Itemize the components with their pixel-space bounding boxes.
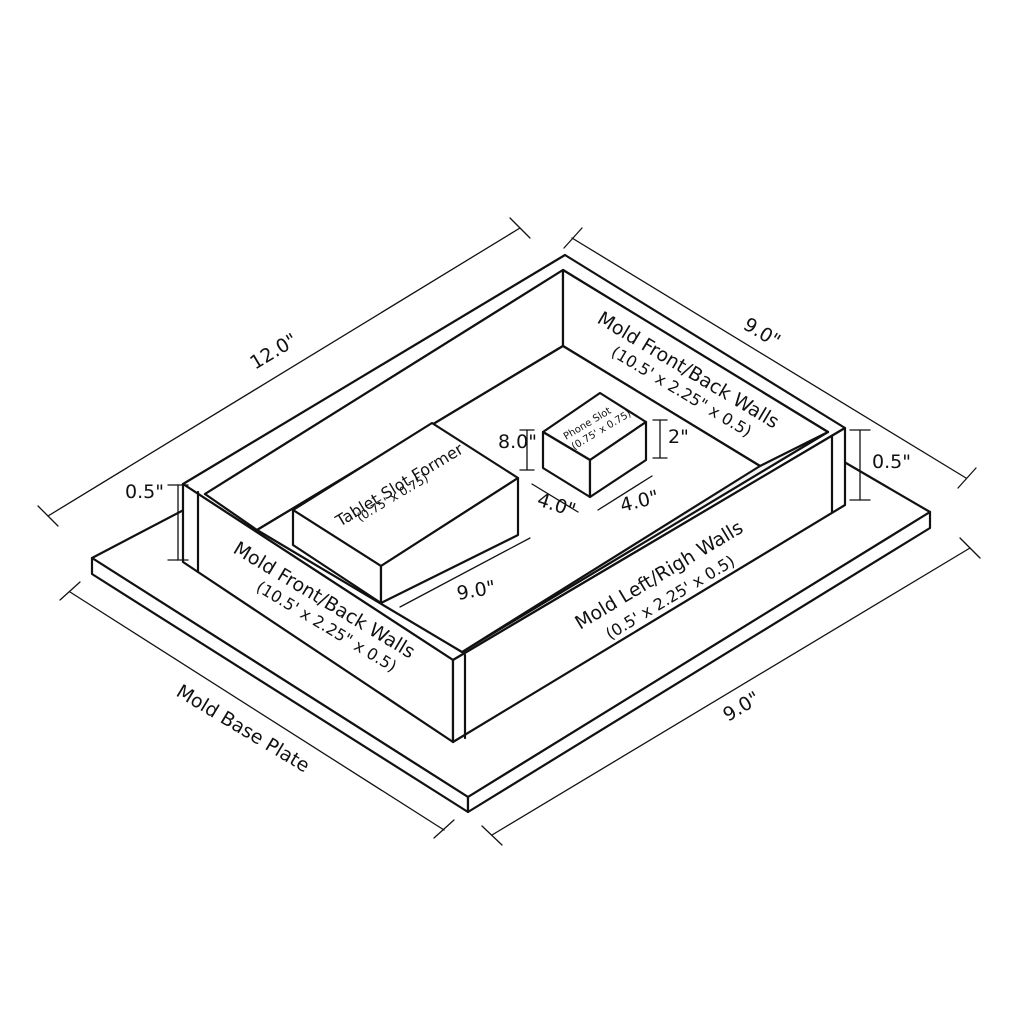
dim-line-base-plate [69,591,445,831]
dim-line-tablet-length [399,537,531,608]
phone-slot [541,391,648,499]
dim-base-length: 12.0" [246,329,301,374]
base-plate-right-edge [466,510,932,814]
dim-base-width-top: 9.0" [739,313,784,352]
dim-phone-height-right: 2" [668,426,689,448]
phone-slot-side [588,420,648,499]
tablet-slot-former [291,421,520,605]
dim-line-phone-width-right [597,475,653,511]
dim-wall-thickness-right: 0.5" [872,451,911,473]
tablet-slot-side [379,476,520,605]
dim-line-base-width-bottom [491,547,971,836]
dim-phone-height-left: 8.0" [498,431,537,453]
dim-line-phone-width-left [531,483,579,513]
dim-line-base-width-top [571,237,967,479]
dim-line-base-length [47,227,521,517]
dim-wall-thickness-left: 0.5" [125,481,164,503]
dimension-lines [37,217,981,846]
dim-base-width-bottom: 9.0" [719,687,764,726]
front-right-wall [451,426,847,744]
